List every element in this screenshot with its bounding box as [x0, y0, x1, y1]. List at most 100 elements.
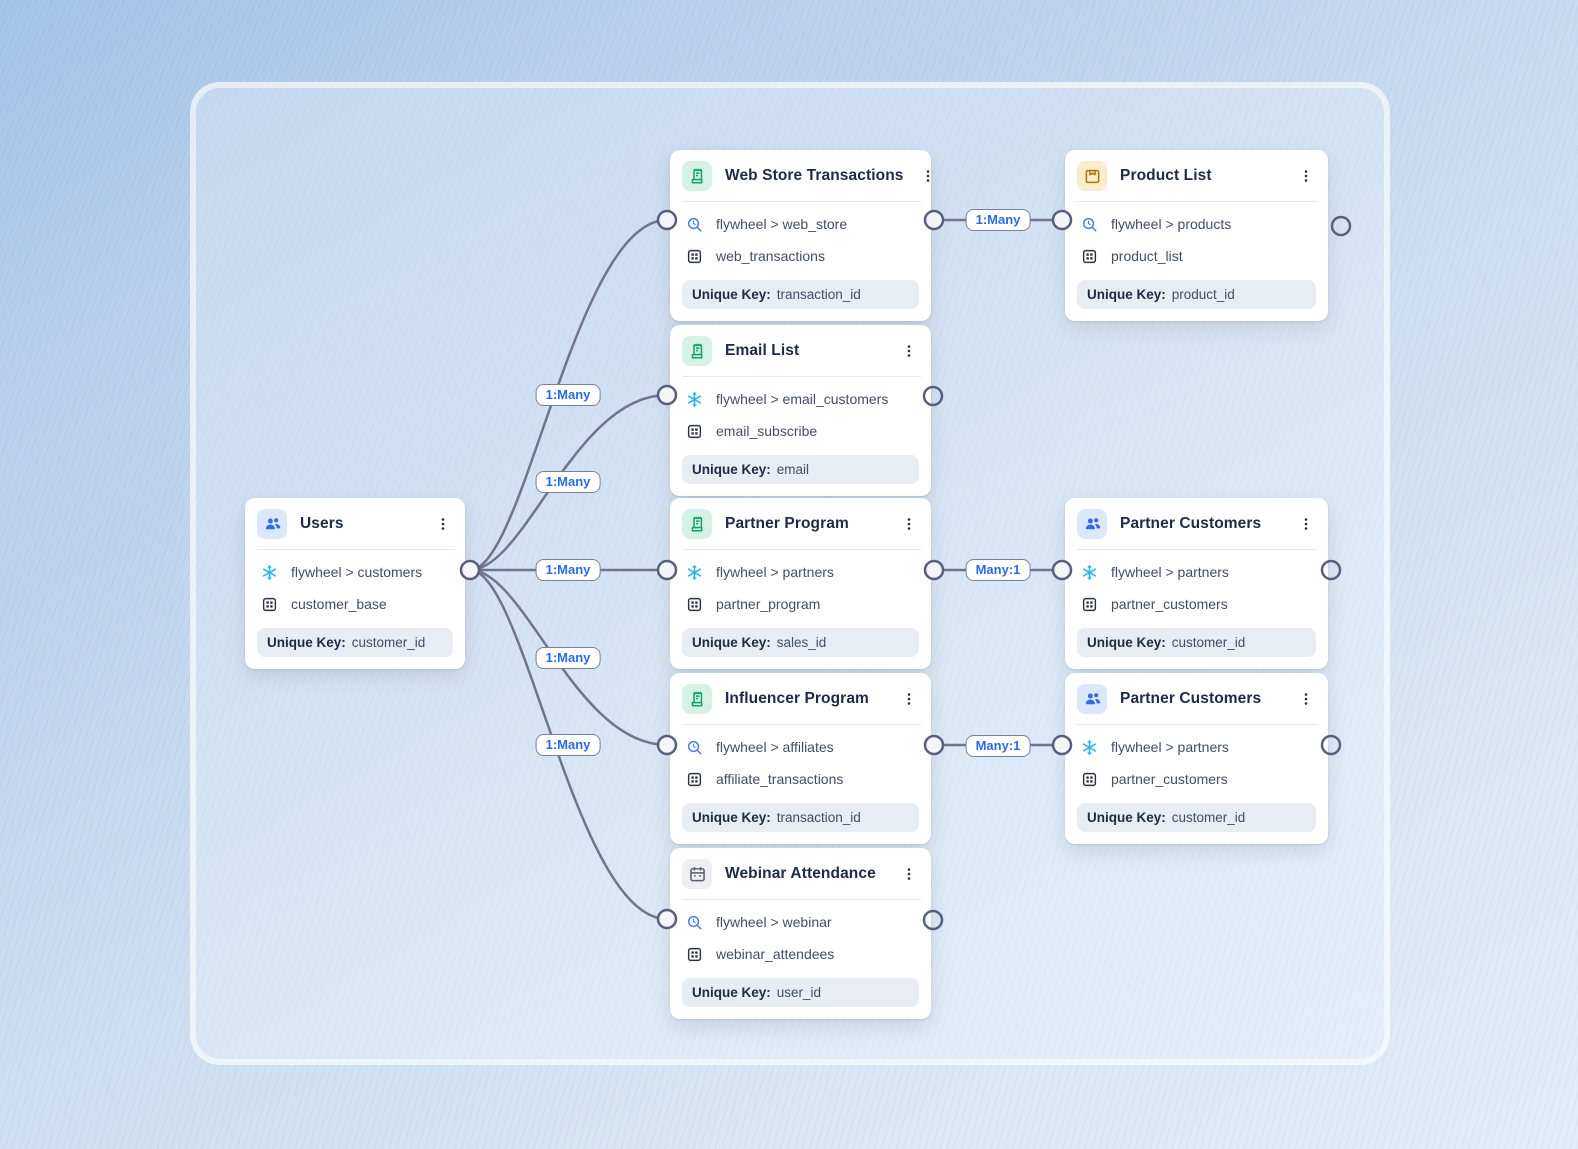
connection-port[interactable]	[1320, 559, 1342, 581]
relationship-label[interactable]: 1:Many	[535, 471, 601, 493]
relationship-label[interactable]: 1:Many	[535, 559, 601, 581]
kebab-icon	[1304, 518, 1308, 530]
unique-key-value: customer_id	[1171, 635, 1246, 650]
users-icon	[1077, 684, 1107, 714]
node-header[interactable]: Users	[245, 498, 465, 549]
connection-port[interactable]	[1051, 209, 1073, 231]
relationship-label[interactable]: 1:Many	[535, 384, 601, 406]
relationship-label[interactable]: 1:Many	[965, 209, 1031, 231]
source-path: flywheel > partners	[1111, 739, 1229, 755]
connection-port[interactable]	[656, 908, 678, 930]
kebab-icon	[926, 170, 929, 182]
table-name: product_list	[1111, 248, 1183, 264]
kebab-menu-button[interactable]	[1294, 687, 1318, 711]
node-title: Product List	[1120, 167, 1212, 184]
unique-key-label: Unique Key:	[692, 810, 771, 825]
connection-port[interactable]	[656, 384, 678, 406]
table-row: partner_customers	[1065, 588, 1328, 620]
node-header[interactable]: Partner Customers	[1065, 673, 1328, 724]
node-webinar-attendance[interactable]: Webinar Attendance flywheel > webinar we…	[670, 848, 931, 1019]
header-divider	[682, 201, 921, 202]
table-row: webinar_attendees	[670, 938, 931, 970]
kebab-menu-button[interactable]	[431, 512, 455, 536]
table-row: partner_customers	[1065, 763, 1328, 795]
node-header[interactable]: Partner Customers	[1065, 498, 1328, 549]
connection-port[interactable]	[1320, 734, 1342, 756]
relationship-label[interactable]: Many:1	[965, 735, 1031, 757]
node-title: Influencer Program	[725, 690, 869, 707]
node-title: Partner Customers	[1120, 690, 1262, 707]
header-divider	[1077, 201, 1318, 202]
kebab-menu-button[interactable]	[897, 687, 921, 711]
connection-port[interactable]	[656, 734, 678, 756]
node-header[interactable]: Partner Program	[670, 498, 931, 549]
relationship-label[interactable]: 1:Many	[535, 647, 601, 669]
node-title: Webinar Attendance	[725, 865, 876, 882]
table-name: webinar_attendees	[716, 946, 835, 962]
kebab-menu-button[interactable]	[1294, 512, 1318, 536]
connection-port[interactable]	[923, 209, 945, 231]
connection-port[interactable]	[656, 559, 678, 581]
magnifier-icon	[1079, 214, 1099, 234]
source-row: flywheel > partners	[1065, 731, 1328, 763]
connection-port[interactable]	[922, 909, 944, 931]
source-path: flywheel > affiliates	[716, 739, 834, 755]
connection-port[interactable]	[923, 734, 945, 756]
node-users[interactable]: Users flywheel > customers customer_base…	[245, 498, 465, 669]
source-path: flywheel > customers	[291, 564, 423, 580]
receipt-icon	[682, 336, 712, 366]
kebab-menu-button[interactable]	[897, 862, 921, 886]
relationship-label[interactable]: Many:1	[965, 559, 1031, 581]
unique-key-badge: Unique Key:customer_id	[257, 628, 453, 657]
node-product-list[interactable]: Product List flywheel > products product…	[1065, 150, 1328, 321]
connection-port[interactable]	[1330, 215, 1352, 237]
source-row: flywheel > products	[1065, 208, 1328, 240]
table-name: email_subscribe	[716, 423, 818, 439]
node-header[interactable]: Influencer Program	[670, 673, 931, 724]
magnifier-icon	[684, 214, 704, 234]
connection-port[interactable]	[1051, 734, 1073, 756]
node-title: Web Store Transactions	[725, 167, 904, 184]
table-row: product_list	[1065, 240, 1328, 272]
source-row: flywheel > partners	[670, 556, 931, 588]
kebab-menu-button[interactable]	[1294, 164, 1318, 188]
table-grid-icon	[1079, 769, 1099, 789]
node-header[interactable]: Product List	[1065, 150, 1328, 201]
unique-key-value: email	[776, 462, 810, 477]
node-header[interactable]: Web Store Transactions	[670, 150, 931, 201]
connection-port[interactable]	[922, 385, 944, 407]
node-influencer-program[interactable]: Influencer Program flywheel > affiliates…	[670, 673, 931, 844]
node-web-store-transactions[interactable]: Web Store Transactions flywheel > web_st…	[670, 150, 931, 321]
kebab-menu-button[interactable]	[917, 164, 939, 188]
kebab-menu-button[interactable]	[897, 339, 921, 363]
table-name: affiliate_transactions	[716, 771, 844, 787]
node-title: Partner Program	[725, 515, 849, 532]
connection-port[interactable]	[923, 559, 945, 581]
header-divider	[257, 549, 455, 550]
source-path: flywheel > partners	[716, 564, 834, 580]
connection-port[interactable]	[459, 559, 481, 581]
connection-port[interactable]	[1051, 559, 1073, 581]
table-grid-icon	[259, 594, 279, 614]
table-name: partner_program	[716, 596, 821, 612]
node-partner-program[interactable]: Partner Program flywheel > partners part…	[670, 498, 931, 669]
kebab-icon	[907, 345, 911, 357]
kebab-menu-button[interactable]	[897, 512, 921, 536]
package-icon	[1077, 161, 1107, 191]
node-title: Email List	[725, 342, 800, 359]
table-row: affiliate_transactions	[670, 763, 931, 795]
node-partner-customers-1[interactable]: Partner Customers flywheel > partners pa…	[1065, 498, 1328, 669]
users-icon	[1077, 509, 1107, 539]
table-grid-icon	[684, 769, 704, 789]
unique-key-label: Unique Key:	[692, 635, 771, 650]
header-divider	[682, 549, 921, 550]
node-email-list[interactable]: Email List flywheel > email_customers em…	[670, 325, 931, 496]
unique-key-badge: Unique Key:user_id	[682, 978, 919, 1007]
node-header[interactable]: Webinar Attendance	[670, 848, 931, 899]
node-header[interactable]: Email List	[670, 325, 931, 376]
node-partner-customers-2[interactable]: Partner Customers flywheel > partners pa…	[1065, 673, 1328, 844]
relationship-label[interactable]: 1:Many	[535, 734, 601, 756]
connection-port[interactable]	[656, 209, 678, 231]
